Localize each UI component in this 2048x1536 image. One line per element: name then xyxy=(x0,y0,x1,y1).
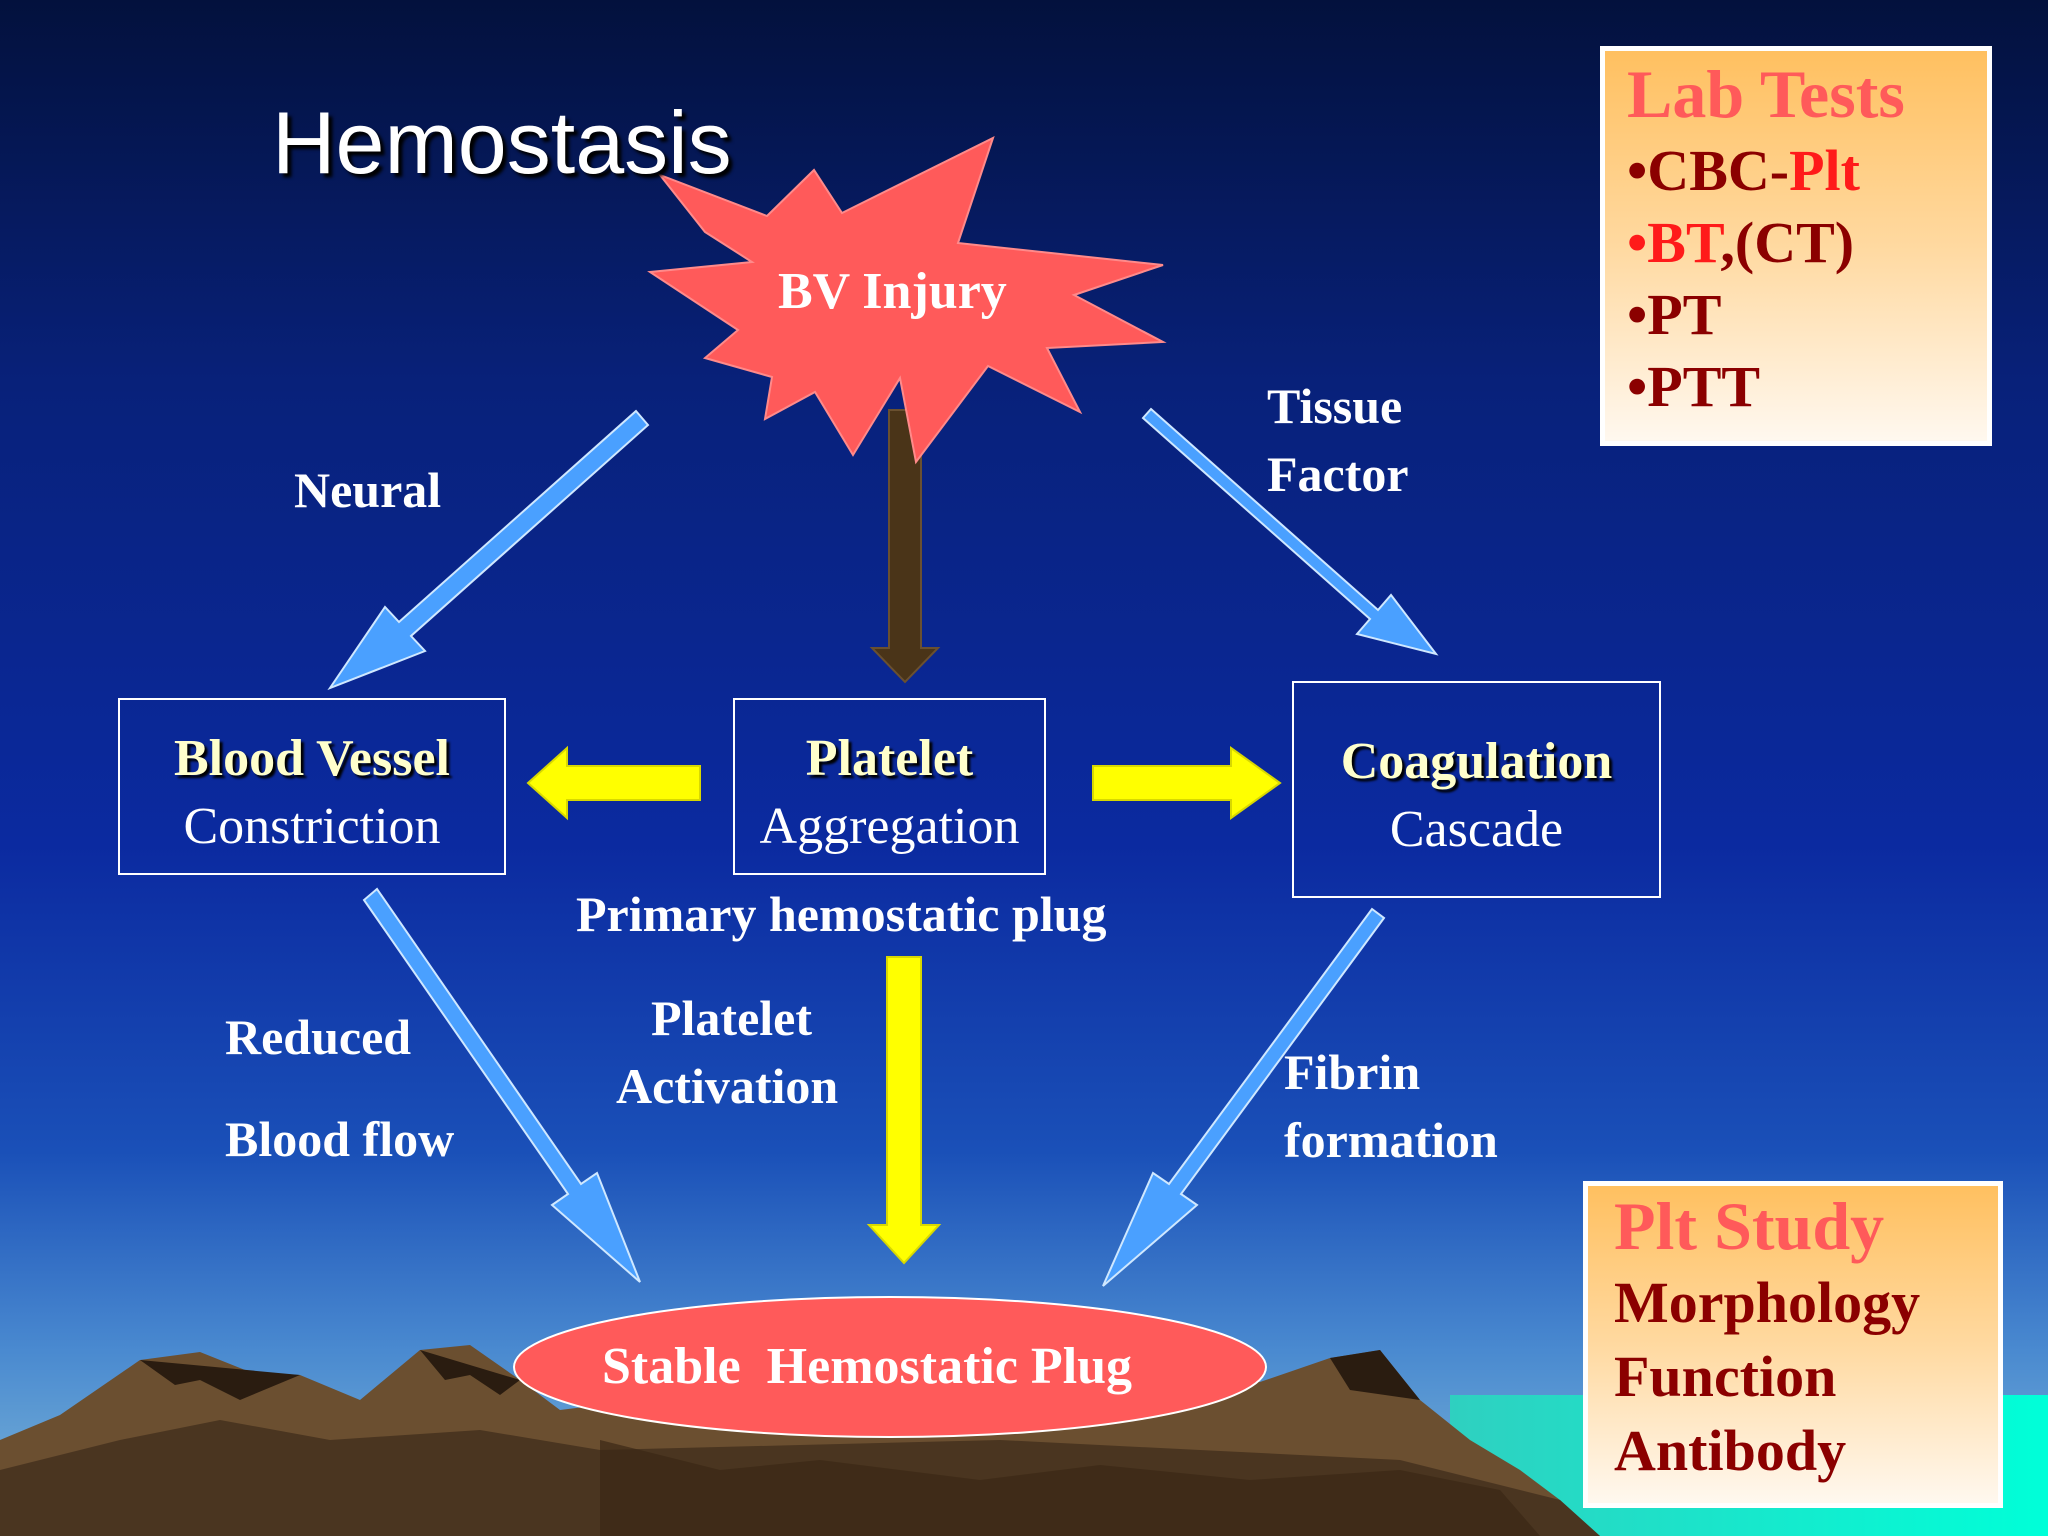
primary-plug-label: Primary hemostatic plug xyxy=(576,886,1107,942)
cbc-plt: Plt xyxy=(1789,138,1860,203)
lab-tests-panel: Lab Tests •CBC-Plt •BT,(CT) •PT •PTT xyxy=(1600,46,1992,446)
tissue-label: Tissue xyxy=(1267,378,1403,434)
factor-label: Factor xyxy=(1267,446,1409,502)
lab-test-ptt: •PTT xyxy=(1627,354,1761,419)
lab-test-pt: •PT xyxy=(1627,282,1722,347)
lab-test-bt: •BT,(CT) xyxy=(1627,207,1987,279)
bt-suffix: ,(CT) xyxy=(1720,210,1855,275)
plt-study-item: Morphology xyxy=(1614,1270,1921,1335)
bt-prefix: •BT xyxy=(1627,210,1721,275)
platelet-activation-label-1: Platelet xyxy=(651,990,813,1046)
formation-label: formation xyxy=(1284,1112,1498,1168)
platelet-activation-label-2: Activation xyxy=(616,1058,839,1114)
plt-study-item: Antibody xyxy=(1614,1418,1847,1483)
platelet-box: Platelet Aggregation xyxy=(733,698,1046,875)
platelet-title: Platelet xyxy=(805,730,974,787)
arrow-injury-to-platelet xyxy=(869,409,941,684)
arrow-vessel-to-plug xyxy=(362,887,641,1283)
lab-test-cbc: •CBC-Plt xyxy=(1627,135,1987,207)
stable-plug-ellipse xyxy=(513,1296,1267,1438)
plt-study-item: Function xyxy=(1614,1344,1837,1409)
neural-label: Neural xyxy=(294,462,442,518)
blood-vessel-box: Blood Vessel Constriction xyxy=(118,698,506,875)
reduced-label: Reduced xyxy=(225,1009,412,1065)
platelet-subtitle: Aggregation xyxy=(759,798,1020,855)
stable-plug-label: Stable Hemostatic Plug xyxy=(602,1338,1133,1395)
page-title: Hemostasis xyxy=(272,93,732,192)
arrow-injury-to-coag xyxy=(1141,407,1439,656)
plt-study-panel: Plt Study Morphology Function Antibody xyxy=(1583,1181,2003,1508)
arrow-injury-to-vessel xyxy=(327,409,650,691)
arrow-platelet-to-plug xyxy=(866,956,942,1265)
arrow-coag-to-plug xyxy=(1102,907,1386,1287)
cbc-prefix: •CBC- xyxy=(1627,138,1790,203)
coagulation-box: Coagulation Cascade xyxy=(1292,681,1661,898)
bv-injury-starburst xyxy=(647,136,1167,465)
lab-tests-heading: Lab Tests xyxy=(1627,56,1905,132)
arrow-platelet-to-vessel xyxy=(526,745,701,821)
coagulation-title: Coagulation xyxy=(1340,733,1613,790)
plt-study-heading: Plt Study xyxy=(1614,1188,1885,1264)
blood-vessel-subtitle: Constriction xyxy=(183,798,441,855)
arrow-platelet-to-coag xyxy=(1092,746,1282,820)
coagulation-subtitle: Cascade xyxy=(1389,801,1564,858)
fibrin-label: Fibrin xyxy=(1284,1044,1421,1100)
blood-vessel-title: Blood Vessel xyxy=(174,730,450,787)
bv-injury-label: BV Injury xyxy=(778,263,1007,320)
blood-flow-label: Blood flow xyxy=(225,1111,455,1167)
